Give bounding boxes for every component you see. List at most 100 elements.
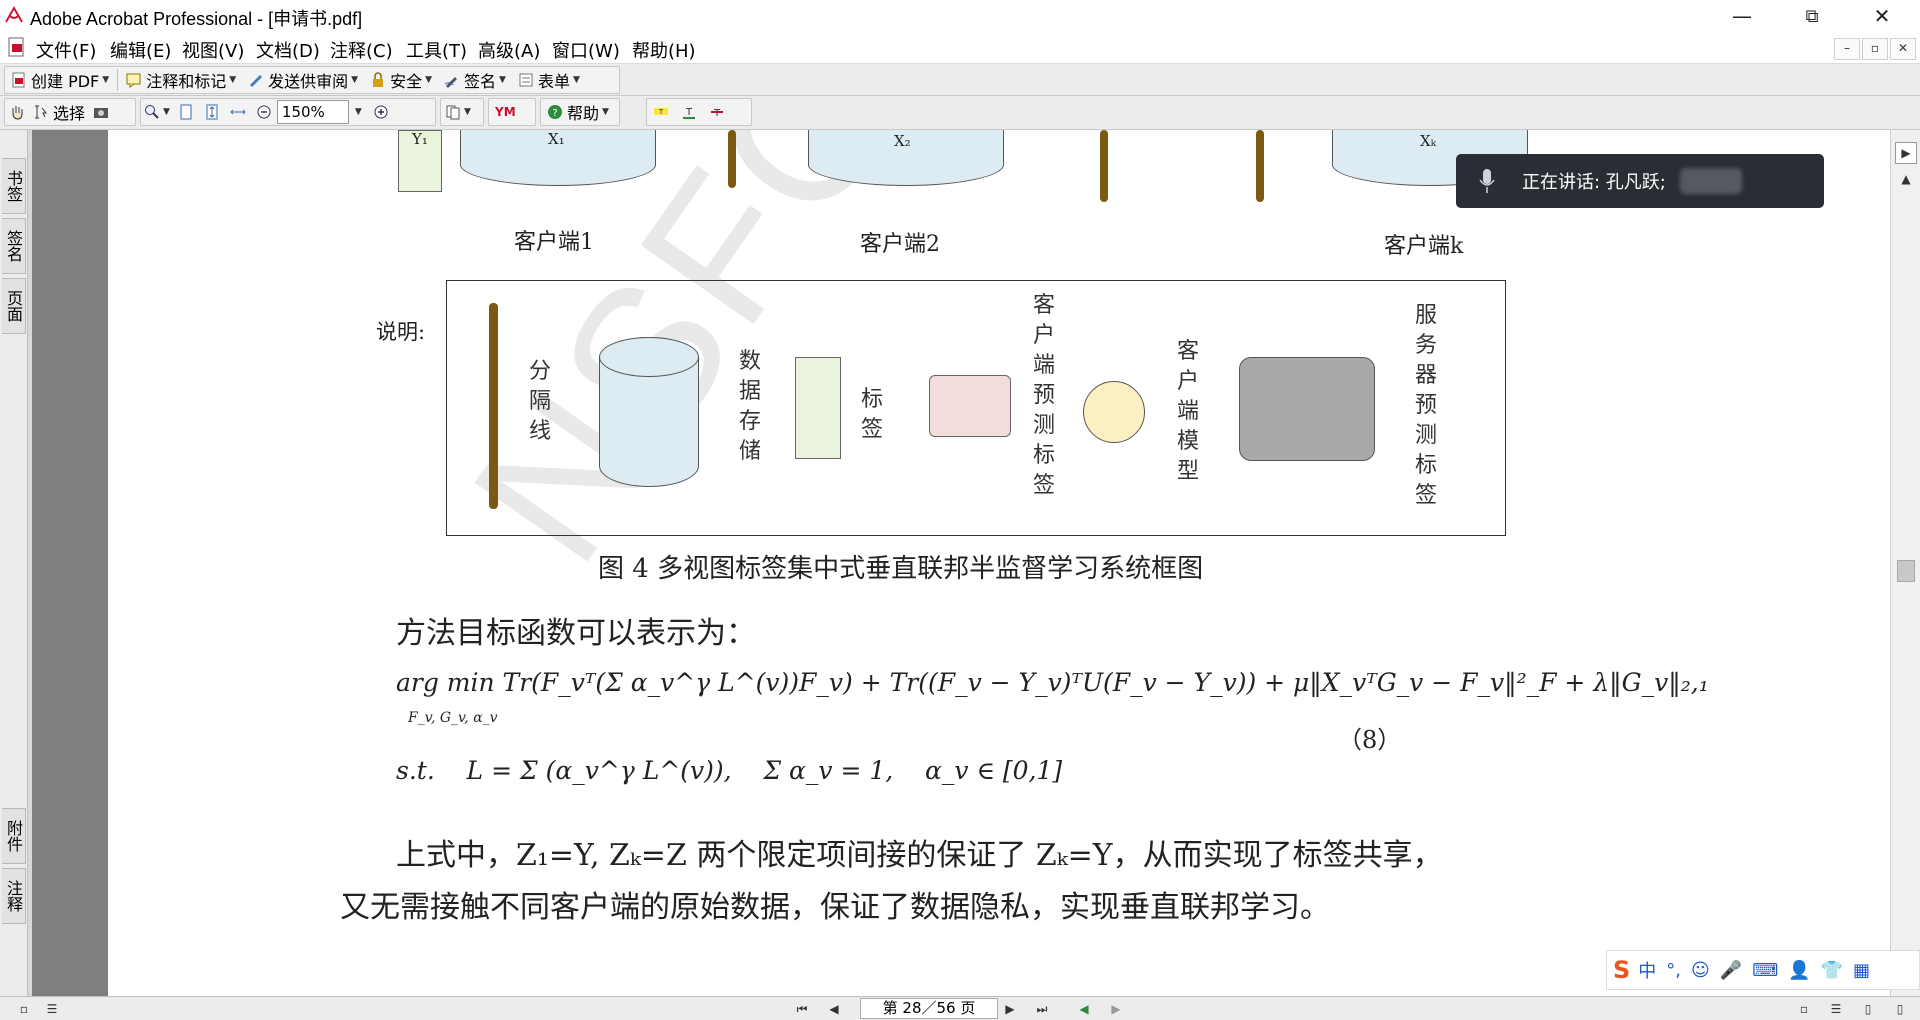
emoji-icon[interactable]: ☺ — [1691, 959, 1710, 981]
ime-mode-button[interactable]: 中 — [1638, 961, 1657, 982]
doc-minimize-button[interactable]: – — [1834, 38, 1860, 60]
next-page-button[interactable]: ▶ — [1005, 1002, 1015, 1016]
formula-subscript: F_v, G_v, α_v — [408, 710, 498, 726]
comment-markup-button[interactable]: 注释和标记▼ — [120, 67, 242, 93]
legend-label-text: 标签 — [860, 387, 883, 442]
close-button[interactable]: ✕ — [1873, 4, 1891, 28]
send-review-icon — [250, 75, 263, 87]
minimize-button[interactable]: — — [1732, 4, 1752, 28]
previous-page-button[interactable]: ◀ — [829, 1002, 839, 1016]
menu-comments[interactable]: 注释(C) — [330, 41, 393, 62]
paragraph-body-1: 上式中，Z₁=Y, Zₖ=Z 两个限定项间接的保证了 Zₖ=Y，从而实现了标签共… — [396, 838, 1443, 873]
zoom-in-tool-button[interactable]: ▼ — [141, 99, 173, 125]
page-layout-button[interactable]: ▼ — [441, 99, 475, 125]
hand-tool-button[interactable] — [5, 99, 29, 125]
facing-view-button[interactable]: ▯ — [1864, 1002, 1872, 1016]
create-pdf-button[interactable]: 创建 PDF▼ — [5, 67, 115, 93]
fit-page-icon — [206, 104, 218, 120]
legend-divider-label: 分隔线 — [528, 359, 551, 444]
attachments-tab[interactable]: 附件 — [2, 808, 26, 864]
continuous-view-button[interactable]: ☰ — [1830, 1002, 1842, 1016]
vertical-scrollbar[interactable]: ▶ ▲ ▼ — [1890, 130, 1920, 996]
forms-button[interactable]: 表单▼ — [512, 67, 586, 93]
first-page-button[interactable]: ⏮ — [796, 1001, 808, 1016]
label-xk: Xₖ — [1420, 132, 1437, 150]
chevron-down-icon: ▼ — [351, 75, 359, 85]
doc-restore-button[interactable]: ▫ — [1862, 38, 1888, 60]
toolbox-icon[interactable]: ▦ — [1853, 959, 1871, 981]
document-viewer[interactable]: NSFC 2021 Y₁ X₁ X₂ Xₖ 客户端1 客户端2 客户端k 说明:… — [32, 130, 1902, 996]
menu-document[interactable]: 文档(D) — [256, 41, 320, 62]
client-label-1: 客户端1 — [514, 230, 594, 255]
chevron-down-icon: ▼ — [102, 75, 110, 85]
snapshot-tool-button[interactable] — [89, 99, 113, 125]
strikeout-tool-button[interactable]: T — [703, 99, 731, 125]
scroll-up-button[interactable]: ▲ — [1901, 172, 1911, 186]
paragraph-intro: 方法目标函数可以表示为： — [396, 616, 756, 651]
select-tool-button[interactable]: 选择 — [29, 99, 89, 125]
comment-markup-label: 注释和标记 — [146, 72, 227, 91]
panel-expand-button[interactable]: ▶ — [1895, 142, 1917, 164]
zoom-in-button[interactable] — [368, 99, 394, 125]
ymk-button[interactable]: YM — [489, 99, 522, 125]
divider-line — [1256, 130, 1264, 202]
create-pdf-icon — [12, 72, 25, 88]
menu-edit[interactable]: 编辑(E) — [110, 41, 172, 62]
menu-view[interactable]: 视图(V) — [182, 41, 245, 62]
page-number-field[interactable]: 第 28／56 页 — [860, 998, 998, 1019]
lock-icon — [373, 72, 384, 87]
ime-punct-button[interactable]: °, — [1666, 959, 1682, 981]
legend-client-pred-label: 客户端预测标签 — [1032, 293, 1055, 498]
menu-tools[interactable]: 工具(T) — [406, 41, 468, 62]
sogou-logo-icon: S — [1613, 956, 1631, 984]
underline-text-icon: T — [683, 107, 695, 119]
previous-view-button[interactable]: ◀ — [1079, 1002, 1089, 1016]
continuous-facing-view-button[interactable]: ▯ — [1896, 1002, 1904, 1016]
nav-pane-splitter[interactable] — [28, 130, 32, 996]
single-page-view-button[interactable]: ▫ — [1799, 1002, 1809, 1016]
underline-tool-button[interactable]: T — [675, 99, 703, 125]
legend-divider-line — [489, 303, 498, 509]
legend-label-rect — [795, 357, 841, 459]
sign-button[interactable]: 签名▼ — [438, 67, 512, 93]
svg-text:T: T — [685, 107, 693, 118]
options-icon[interactable]: ☰ — [46, 1002, 58, 1016]
fit-page-button[interactable] — [199, 99, 225, 125]
status-bar: ▫ ☰ ⏮ ◀ 第 28／56 页 ▶ ⏭ ◀ ▶ ▫ ☰ ▯ ▯ — [0, 996, 1920, 1020]
pdf-page: NSFC 2021 Y₁ X₁ X₂ Xₖ 客户端1 客户端2 客户端k 说明:… — [108, 130, 1890, 996]
menu-advanced[interactable]: 高级(A) — [478, 41, 541, 62]
comments-tab[interactable]: 注释 — [2, 868, 26, 924]
voice-input-icon[interactable]: 🎤 — [1719, 959, 1743, 981]
actual-size-button[interactable] — [173, 99, 199, 125]
help-button[interactable]: ? 帮助▼ — [541, 99, 615, 125]
send-review-button[interactable]: 发送供审阅▼ — [242, 67, 364, 93]
bookmarks-tab[interactable]: 书签 — [2, 158, 26, 214]
formula-line-2: s.t. L = Σ (α_v^γ L^(v)), Σ α_v = 1, α_v… — [396, 756, 1063, 785]
doc-close-button[interactable]: ✕ — [1890, 38, 1916, 60]
menu-help[interactable]: 帮助(H) — [632, 41, 696, 62]
user-icon[interactable]: 👤 — [1788, 959, 1811, 981]
security-button[interactable]: 安全▼ — [364, 67, 438, 93]
menu-file[interactable]: 文件(F) — [36, 41, 97, 62]
svg-text:T: T — [713, 108, 721, 119]
last-page-button[interactable]: ⏭ — [1036, 1001, 1048, 1016]
zoom-out-button[interactable] — [251, 99, 277, 125]
fit-width-button[interactable] — [225, 99, 251, 125]
zoom-dropdown-icon[interactable]: ▼ — [354, 107, 362, 117]
paragraph-body-2: 又无需接触不同客户端的原始数据，保证了数据隐私，实现垂直联邦学习。 — [340, 890, 1330, 925]
select-tools-group: 选择 — [4, 98, 136, 126]
zoom-in-icon — [374, 105, 388, 119]
legend-client-model-circle — [1083, 381, 1145, 443]
highlight-tool-button[interactable]: T — [647, 99, 675, 125]
keyboard-icon[interactable]: ⌨ — [1752, 959, 1779, 981]
maximize-button[interactable]: ⧉ — [1805, 5, 1819, 27]
signatures-tab[interactable]: 签名 — [2, 218, 26, 274]
label-x1: X₁ — [548, 130, 565, 148]
skin-icon[interactable]: 👕 — [1820, 959, 1844, 981]
pdf-document-icon — [8, 37, 24, 57]
menu-window[interactable]: 窗口(W) — [552, 41, 620, 62]
zoom-level-input[interactable] — [276, 100, 349, 124]
pages-tab[interactable]: 页面 — [2, 278, 26, 334]
next-view-button[interactable]: ▶ — [1111, 1002, 1121, 1016]
scroll-thumb[interactable] — [1897, 560, 1915, 582]
